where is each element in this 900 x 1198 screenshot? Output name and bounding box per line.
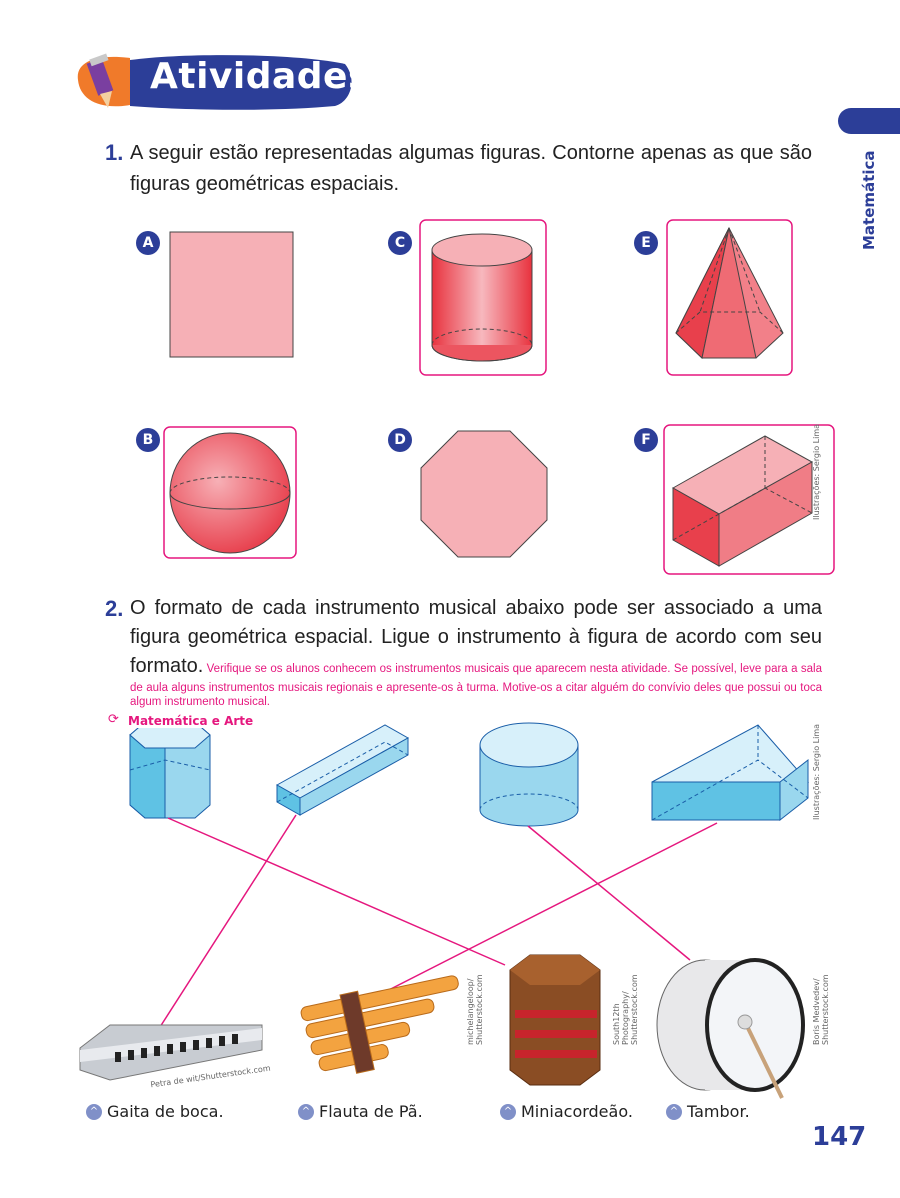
- figure-label-a: A: [136, 231, 160, 255]
- chevron-up-icon: ^: [666, 1103, 682, 1120]
- rectangular-prism: [275, 724, 410, 816]
- refresh-icon: ⟳: [108, 712, 119, 727]
- q1-illustration-credit: Ilustrações: Sergio Lima: [812, 423, 821, 520]
- question-2-text: O formato de cada instrumento musical ab…: [130, 597, 822, 677]
- instrument-label-harmonica: ^Gaita de boca.: [86, 1102, 224, 1121]
- pan-flute-credit: michelangeloop/ Shutterstock.com: [466, 974, 484, 1045]
- question-1-number: 1.: [105, 140, 124, 165]
- question-2-block: O formato de cada instrumento musical ab…: [130, 594, 822, 709]
- instrument-label-pan-flute: ^Flauta de Pã.: [298, 1102, 423, 1121]
- page-title: Atividades: [150, 56, 370, 97]
- teacher-note: Verifique se os alunos conhecem os instr…: [130, 663, 822, 708]
- figure-a-square: [169, 231, 294, 358]
- cylinder-shape: [479, 722, 579, 827]
- harmonica-image: [79, 1024, 263, 1081]
- triangular-prism: [651, 724, 810, 822]
- figure-c-highlight-box: [419, 219, 547, 376]
- page-number: 147: [812, 1122, 867, 1152]
- figure-label-d: D: [388, 428, 412, 452]
- activities-banner: [77, 53, 352, 110]
- pencil-icon: [86, 53, 114, 108]
- figure-label-f: F: [634, 428, 658, 452]
- q2-illustration-credit: Ilustrações: Sergio Lima: [812, 723, 821, 820]
- concertina-credit: South12th Photography/ Shutterstock.com: [612, 974, 639, 1045]
- figure-label-b: B: [136, 428, 160, 452]
- figure-label-c: C: [388, 231, 412, 255]
- instrument-label-concertina: ^Miniacordeão.: [500, 1102, 633, 1121]
- question-2-number: 2.: [105, 596, 124, 621]
- chevron-up-icon: ^: [500, 1103, 516, 1120]
- chevron-up-icon: ^: [86, 1103, 102, 1120]
- drum-credit: Boris Medvedev/ Shutterstock.com: [812, 974, 830, 1045]
- figure-c-cylinder: [431, 233, 533, 362]
- figure-f-rect-prism: [671, 435, 814, 567]
- chevron-up-icon: ^: [298, 1103, 314, 1120]
- interdisciplinary-theme: Matemática e Arte: [128, 714, 257, 728]
- question-1-text: A seguir estão representadas algumas fig…: [130, 142, 812, 195]
- pan-flute-image: [300, 975, 459, 1074]
- figure-d-octagon: [420, 430, 548, 558]
- figure-e-highlight-box: [666, 219, 793, 376]
- hexagonal-prism: [129, 721, 211, 819]
- figure-f-highlight-box: [663, 424, 835, 575]
- answer-lines: [159, 814, 718, 1028]
- instrument-label-drum: ^Tambor.: [666, 1102, 750, 1121]
- figure-b-highlight-box: [163, 426, 297, 559]
- figure-e-pyramid: [675, 226, 784, 359]
- side-tab: [838, 108, 900, 134]
- concertina-image: [509, 954, 601, 1086]
- figure-b-sphere: [169, 432, 291, 554]
- drum-image: [656, 958, 805, 1099]
- figure-label-e: E: [634, 231, 658, 255]
